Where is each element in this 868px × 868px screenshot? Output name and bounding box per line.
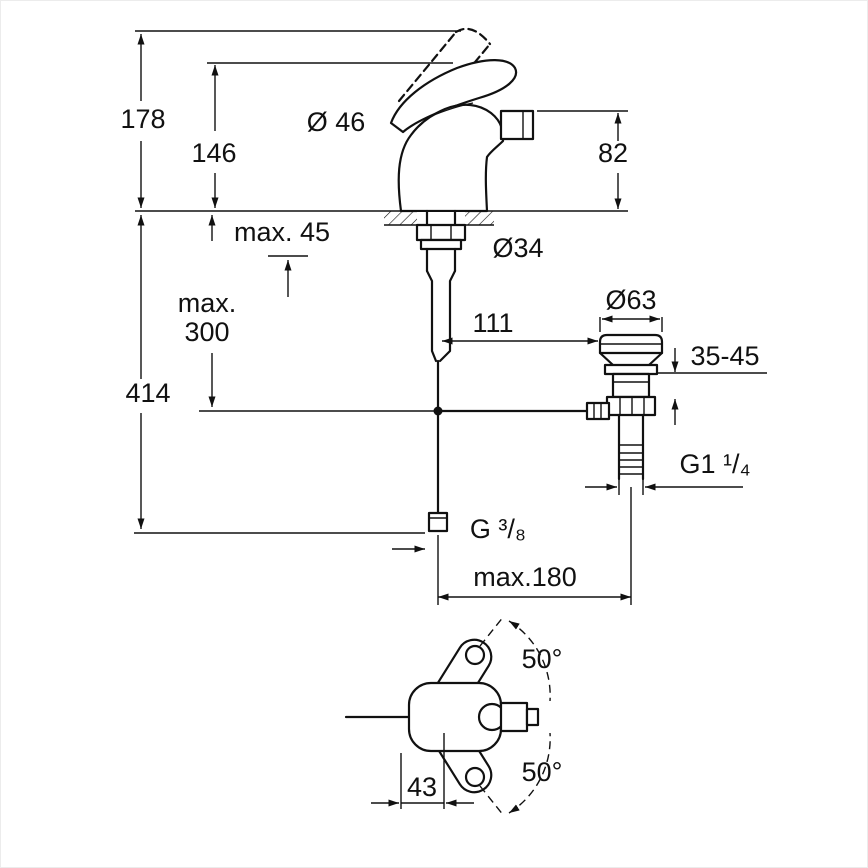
dim-label-swivel-down: 50° xyxy=(522,757,563,787)
dim-178: 178 xyxy=(120,34,166,208)
pop-up-rod xyxy=(199,406,589,416)
dim-43: 43 xyxy=(371,733,474,809)
spout xyxy=(499,109,535,141)
spout-top-view xyxy=(499,701,540,733)
dim-label-hole-diameter: Ø34 xyxy=(492,233,543,263)
swivel-arc-up: 50° xyxy=(479,615,563,702)
handle-hole-down xyxy=(464,766,486,788)
dim-label-146: 146 xyxy=(191,138,236,168)
handle-hole-up xyxy=(464,644,486,666)
dim-label-clamping-range: 35-45 xyxy=(690,341,759,371)
rod-tee-joint xyxy=(433,406,443,416)
front-view xyxy=(135,27,664,533)
dim-111: 111 xyxy=(442,308,598,345)
supply-hose xyxy=(425,269,457,533)
dim-label-43: 43 xyxy=(407,772,437,802)
mounting-shank xyxy=(415,209,467,273)
dim-35-45: 35-45 xyxy=(671,341,760,425)
dim-label-178: 178 xyxy=(120,104,165,134)
dim-max-180: max.180 xyxy=(438,562,631,601)
dim-hose-thread: G ³/₈ xyxy=(392,514,526,553)
dim-waste-thread: G1 ¹/₄ xyxy=(585,449,751,491)
dim-label-hose-thread: G ³/₈ xyxy=(470,514,526,544)
rod-coupling xyxy=(585,401,611,421)
dim-82: 82 xyxy=(598,113,628,209)
dim-label-300: 300 xyxy=(184,317,229,347)
dim-label-max: max. xyxy=(178,288,237,318)
swivel-arc-down: 50° xyxy=(479,732,563,817)
dim-label-111: 111 xyxy=(472,308,513,338)
dim-label-deck-thickness: max. 45 xyxy=(234,217,330,247)
dim-label-waste-thread: G1 ¹/₄ xyxy=(679,449,750,479)
dim-label-414: 414 xyxy=(125,378,170,408)
dim-63: Ø63 xyxy=(602,285,660,323)
dim-label-swivel-up: 50° xyxy=(522,644,563,674)
dim-146: 146 xyxy=(191,65,237,208)
dim-max-300: max. 300 xyxy=(178,215,237,407)
dim-label-rod-reach: max.180 xyxy=(473,562,577,592)
dim-414: 414 xyxy=(125,215,171,529)
pop-up-waste xyxy=(585,333,664,481)
faucet-body xyxy=(397,103,505,213)
dim-label-63: Ø63 xyxy=(605,285,656,315)
neck-joint-line xyxy=(428,102,474,118)
dim-max-45: max. 45 xyxy=(234,217,330,297)
dim-label-body-diameter: Ø 46 xyxy=(307,107,366,137)
front-view-dimensions: 178 146 Ø 46 82 max. 45 Ø34 max. 300 xyxy=(120,30,767,605)
top-view: 50° 50° 43 xyxy=(344,615,563,817)
dim-label-82: 82 xyxy=(598,138,628,168)
